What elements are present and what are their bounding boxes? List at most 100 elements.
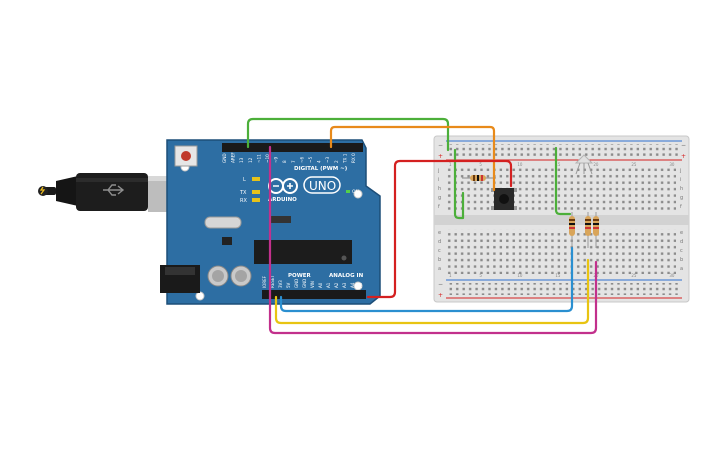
pin-label: GND [294,279,299,288]
pin-label: RX 0 [351,153,356,163]
svg-text:+: + [681,153,686,160]
pin-label: TX 1 [342,153,347,164]
row-letter: j [437,168,439,174]
pin-label: ~10 [265,154,270,163]
pin-label: 3V3 [278,280,283,288]
pin-label: 5V [286,282,291,288]
row-letter: h [438,186,441,192]
column-number: 30 [669,273,675,278]
column-number: 1 [449,162,452,167]
row-letter: d [680,239,683,245]
row-letter: g [680,195,683,201]
led-rx [252,198,260,202]
svg-text:+: + [438,292,443,299]
wire-blue-gnd[interactable] [279,246,574,313]
label-l: L [243,177,246,183]
led-resistors[interactable] [569,212,599,248]
usb-bolt-icon [39,186,46,195]
pin-label: RESET [270,275,275,288]
row-letter: i [438,177,439,183]
label-tx: TX [239,190,247,196]
pin-label: 12 [248,157,253,163]
wire-green-button[interactable] [453,148,465,220]
usb-symbol-icon [103,184,125,196]
crystal-oscillator [204,216,242,229]
arduino-logo [268,178,298,194]
capacitors [207,265,252,287]
column-number: 5 [479,273,482,278]
mounting-hole [353,189,363,199]
row-letter: f [438,204,440,210]
column-number: 10 [517,273,523,278]
row-letter: i [680,177,681,183]
pin-label: A4 [350,282,355,288]
column-number: 20 [593,162,599,167]
wire-magenta[interactable] [268,145,598,335]
reset-button[interactable] [174,145,198,167]
column-number: 5 [479,162,482,167]
svg-text:−: − [438,142,443,149]
row-letter: b [680,257,683,263]
pin-label: 8 [282,160,287,163]
row-letter: g [438,195,441,201]
brand-label: ARDUINO [268,197,297,203]
atmega-chip [254,240,352,264]
on-led [346,190,350,193]
row-letter: c [438,248,441,254]
pin-label: 13 [239,157,244,163]
analog-label: ANALOG IN [329,273,364,279]
pin-label: A1 [326,282,331,288]
pushbutton[interactable] [491,188,517,210]
pin-label: A3 [342,282,347,288]
column-number: 30 [669,162,675,167]
model-label: UNO [309,179,336,193]
resistor-pulldown[interactable] [462,175,496,181]
wire-red-5v[interactable] [366,159,513,299]
pin-label: AREF [231,152,236,163]
pin-label: 2 [334,160,339,163]
pin-label: 4 [317,160,322,163]
wire-green-pin12[interactable] [246,117,450,152]
pin-label: ~5 [308,156,313,163]
pin-label: VIN [310,281,315,288]
wire-orange-pin3[interactable] [329,125,496,192]
rgb-led[interactable] [574,154,594,175]
label-rx: RX [240,198,247,204]
usb-cable[interactable] [38,173,178,212]
power-label: POWER [288,273,312,279]
pin-label: 7 [291,160,296,163]
row-letter: c [680,248,683,254]
column-number: 15 [555,162,561,167]
pin-label: A2 [334,282,339,288]
column-number: 10 [517,162,523,167]
pin-label: IOREF [262,275,267,288]
row-letter: a [680,266,683,272]
pin-label: ~11 [256,154,261,163]
power-analog-header[interactable] [262,290,366,299]
on-label: ON [352,189,359,195]
led-l [252,177,260,181]
terminal-strip-top[interactable] [446,167,676,212]
svg-text:−: − [681,142,686,149]
digital-header[interactable] [222,143,363,152]
row-letter: e [438,230,441,236]
row-letter: f [680,204,682,210]
center-channel [434,215,689,225]
row-letter: a [438,266,441,272]
pin-label: ~9 [274,156,279,163]
digital-label: DIGITAL (PWM ~) [294,166,348,172]
row-letter: j [679,168,681,174]
pin-label: ~3 [325,156,330,163]
row-letter: b [438,257,441,263]
pin-label: A5 [358,282,363,288]
pin-label: A0 [318,282,323,288]
column-number: 1 [449,273,452,278]
led-tx [252,190,260,194]
wire-green-led[interactable] [554,146,572,216]
wire-yellow[interactable] [274,258,590,325]
terminal-strip-bottom[interactable] [446,229,676,274]
pin-label: GND [302,279,307,288]
column-number: 25 [631,273,637,278]
